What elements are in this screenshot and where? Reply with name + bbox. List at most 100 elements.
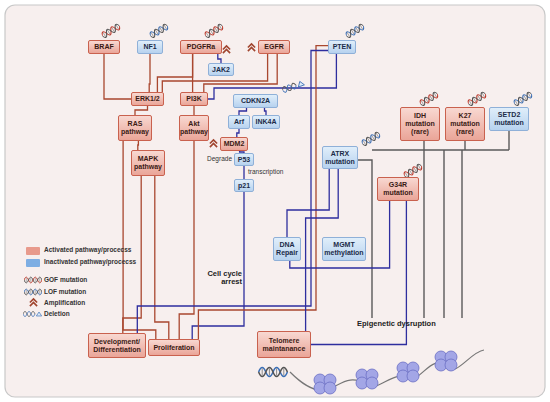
process-box: DNA Repair	[273, 237, 301, 261]
box-text: IDH mutation (rare)	[402, 112, 438, 135]
histone	[445, 359, 457, 371]
pathway-connector	[192, 54, 193, 92]
epigenetic-line	[443, 150, 444, 318]
box-text: PTEN	[333, 43, 352, 51]
pathway-connector	[287, 169, 329, 237]
gene-box: INK4A	[252, 115, 280, 129]
gene-box: JAK2	[208, 63, 234, 76]
legend-deletion-icon	[23, 312, 42, 317]
pathway-connector	[193, 106, 194, 115]
epigenetic-line	[423, 141, 424, 318]
box-text: ATRX mutation	[324, 150, 356, 165]
box-text: PDGFRa	[187, 43, 215, 51]
box-text: SETD2 mutation	[491, 111, 527, 126]
box-text: G34R mutation	[379, 181, 417, 196]
legend-text: Deletion	[44, 310, 70, 317]
mutation-box: IDH mutation (rare)	[400, 107, 440, 141]
gene-box: NF1	[137, 40, 163, 54]
pathway-connector	[137, 51, 328, 334]
box-text: Telomere maintanance	[259, 337, 309, 352]
amplification-icon	[210, 140, 217, 147]
annotation-label: Cell cycle arrest	[200, 270, 242, 287]
legend-gof-icon	[24, 277, 42, 283]
pathway-box: RAS pathway	[118, 115, 152, 141]
pathway-connector	[135, 106, 148, 115]
box-text: PI3K	[186, 95, 202, 103]
lof-icon	[361, 131, 381, 146]
box-text: MGMT methylation	[324, 241, 364, 256]
outcome-box: Proliferation	[148, 339, 200, 356]
gene-box: MDM2	[220, 137, 248, 151]
gene-box: BRAF	[88, 40, 120, 54]
mutation-box: G34R mutation	[377, 177, 419, 201]
pathway-box: Akt pathway	[179, 115, 209, 141]
pathway-connector	[137, 141, 139, 150]
pathway-connector	[290, 201, 390, 268]
pathway-connector	[218, 54, 221, 63]
edge-label: Degrade	[206, 155, 232, 162]
box-text: BRAF	[94, 43, 113, 51]
box-text: DNA Repair	[275, 241, 299, 256]
box-text: ERK1/2	[135, 95, 160, 103]
outcome-box: Development/ Differentiation	[88, 333, 146, 358]
gene-box: PI3K	[180, 92, 208, 106]
legend-text: Amplification	[44, 299, 85, 306]
gene-box: P53	[234, 153, 254, 166]
amplification-icon	[223, 46, 230, 53]
lof-icon	[149, 23, 169, 38]
pathway-connector	[155, 176, 169, 339]
gene-box: Arf	[228, 115, 250, 129]
box-text: p21	[238, 182, 250, 190]
pathway-connector	[243, 166, 244, 179]
annotation-label: Epigenetic dysruption	[357, 320, 467, 328]
epigenetic-line	[508, 131, 509, 150]
legend-lof-icon	[24, 289, 42, 295]
pathway-connector	[198, 46, 328, 339]
box-text: K27 mutation (rare)	[447, 112, 483, 135]
histone	[324, 382, 336, 394]
histone	[366, 377, 378, 389]
box-text: RAS pathway	[120, 120, 150, 135]
box-text: Development/ Differentiation	[90, 338, 144, 353]
mutation-box: ATRX mutation	[322, 146, 358, 169]
pathway-connector	[179, 141, 194, 339]
legend-amplification-icon	[30, 299, 37, 306]
box-text: Arf	[234, 118, 244, 126]
process-box: MGMT methylation	[322, 237, 366, 261]
legend-text: Inactivated pathway/procecss	[44, 258, 136, 265]
gof-icon	[467, 91, 487, 106]
histone	[407, 370, 419, 382]
pathway-connector	[123, 176, 141, 333]
gene-box: p21	[234, 179, 254, 192]
box-text: EGFR	[264, 43, 283, 51]
gof-icon	[204, 23, 224, 38]
gene-box: PTEN	[328, 40, 356, 54]
legend-text: LOF mutation	[44, 288, 86, 295]
epigenetic-bar	[372, 149, 509, 150]
pathway-connector	[104, 54, 131, 99]
box-text: Proliferation	[153, 344, 194, 352]
gene-box: CDKN2A	[233, 94, 278, 108]
pathway-connector	[208, 54, 336, 99]
panel-frame	[5, 5, 545, 397]
pathway-connector	[265, 108, 267, 115]
legend-swatch	[26, 247, 40, 255]
dna-helix	[259, 368, 288, 377]
mutation-box: K27 mutation (rare)	[445, 107, 485, 141]
legend-swatch	[26, 259, 40, 267]
gof-icon	[419, 91, 439, 106]
epigenetic-line	[464, 141, 465, 150]
mutation-box: SETD2 mutation	[489, 107, 529, 131]
box-text: JAK2	[212, 66, 230, 74]
pathway-connector	[204, 54, 277, 92]
amplification-icon	[248, 44, 255, 51]
outcome-box: Telomere maintanance	[257, 331, 311, 358]
legend-text: Activated pathway/procecss	[44, 246, 131, 253]
box-text: MAPK pathway	[133, 155, 163, 170]
box-text: Akt pathway	[180, 120, 208, 135]
epigenetic-line	[461, 150, 462, 318]
pathway-box: MAPK pathway	[131, 150, 165, 176]
gene-box: PDGFRa	[180, 40, 222, 54]
gene-box: ERK1/2	[131, 92, 164, 106]
